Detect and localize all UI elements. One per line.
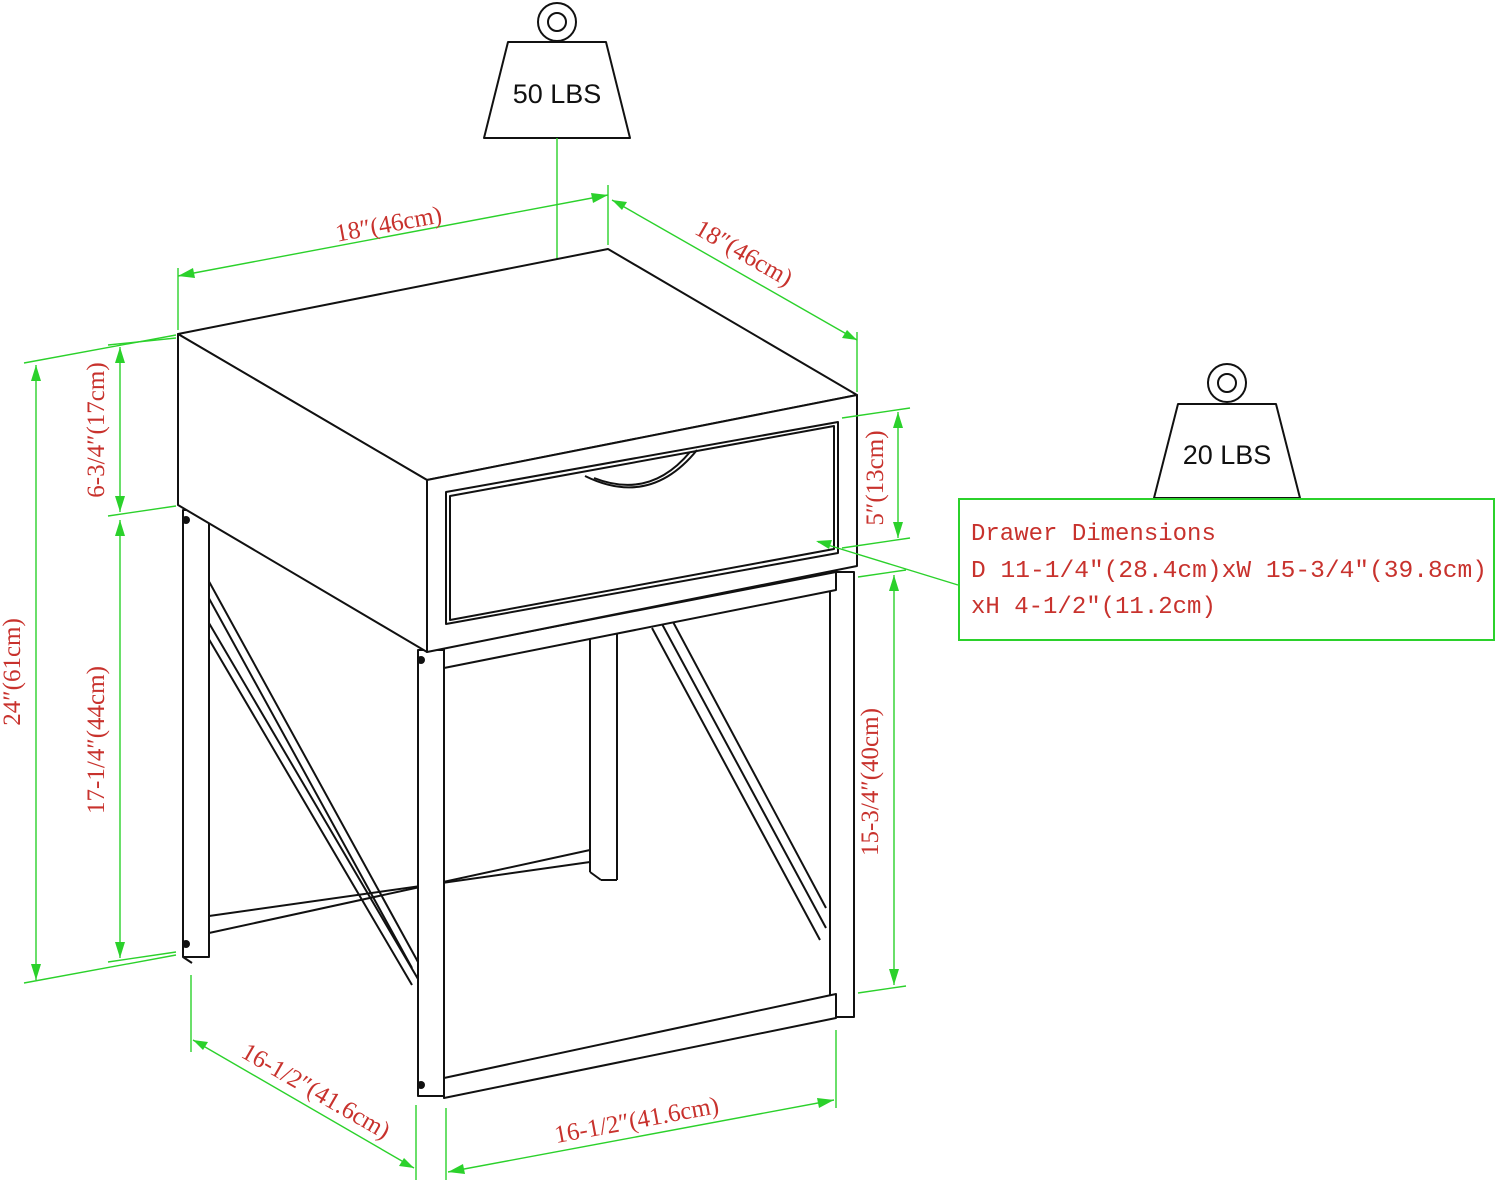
weight-20-lbs: 20 LBS (1153, 363, 1301, 499)
dim-drawer-front-height: 5″(13cm) (862, 430, 889, 525)
nightstand-drawing (177, 248, 858, 1099)
drawer-callout-line1: D 11-1/4″(28.4cm)xW 15-3/4″(39.8cm) (971, 558, 1487, 585)
dim-leg-height-right: 15-3/4″(40cm) (857, 708, 884, 856)
drawer-front (445, 421, 839, 625)
dim-base-depth: 16-1/2″(41.6cm) (237, 1038, 395, 1145)
drawer-handle-icon (584, 449, 698, 489)
dim-base-width: 16-1/2″(41.6cm) (552, 1092, 721, 1149)
weight-ring-icon (1207, 363, 1247, 403)
dimension-lines (23, 185, 959, 1180)
dim-leg-height-left: 17-1/4″(44cm) (83, 666, 110, 814)
drawer-callout-title: Drawer Dimensions (971, 521, 1216, 548)
dim-top-width: 18″(46cm) (333, 202, 444, 248)
drawer-callout-line2: xH 4-1/2″(11.2cm) (971, 594, 1216, 621)
weight-ring-icon (537, 2, 577, 42)
dim-total-height: 24″(61cm) (0, 618, 26, 726)
dim-cabinet-height: 6-3/4″(17cm) (83, 362, 110, 497)
weight-50-lbs: 50 LBS (483, 2, 631, 139)
drawer-dimensions-callout: Drawer Dimensions D 11-1/4″(28.4cm)xW 15… (958, 498, 1495, 641)
weight-icon (483, 41, 631, 139)
weight-label-top: 50 LBS (513, 79, 602, 109)
weight-label-drawer: 20 LBS (1183, 440, 1272, 470)
